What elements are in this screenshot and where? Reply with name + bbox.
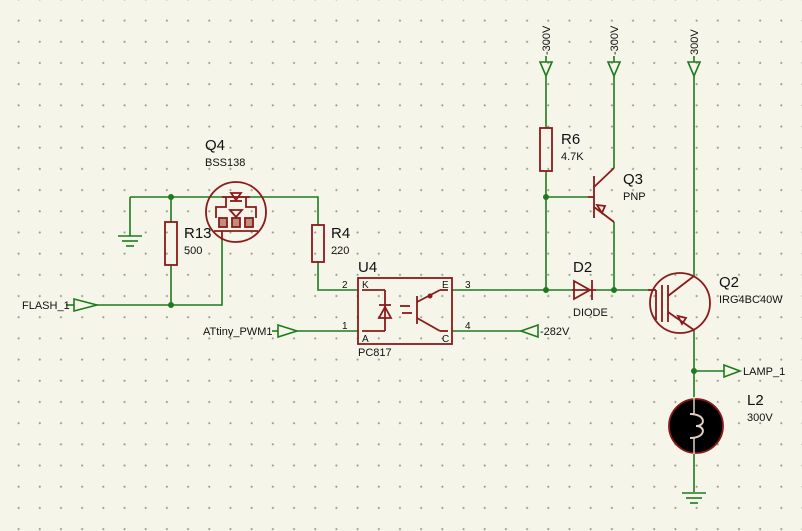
u4-pin-c: C [442, 334, 449, 345]
l2-value: 300V [747, 412, 773, 424]
net-label-supply-b: -300V [609, 25, 621, 55]
net-label-flash: FLASH_1 [22, 300, 70, 312]
junction-dot [168, 194, 174, 200]
terminal-lamp[interactable]: LAMP_1 [723, 363, 785, 379]
u4-value: PC817 [358, 347, 392, 359]
ground-left-icon[interactable] [118, 232, 142, 247]
l2-ref: L2 [747, 392, 764, 409]
junction-dot [611, 287, 617, 293]
q3-value: PNP [623, 191, 646, 203]
q4-ref: Q4 [205, 137, 225, 154]
q3-ref: Q3 [623, 171, 643, 188]
q2-value: IRG4BC40W [719, 294, 783, 306]
q3-transistor[interactable]: Q3 PNP [588, 167, 646, 223]
terminal-neg282[interactable]: -282V [518, 323, 570, 339]
r6-ref: R6 [561, 131, 580, 148]
net-label-lamp: LAMP_1 [743, 366, 785, 378]
u4-ref: U4 [358, 259, 377, 276]
u4-pin-4: 4 [465, 321, 471, 332]
net-label-supply-c: 300V [689, 29, 701, 55]
net-label-supply-a: -300V [541, 25, 553, 55]
u4-pin-3: 3 [465, 280, 471, 291]
r13-ref: R13 [184, 225, 212, 242]
r13-value: 500 [184, 245, 202, 257]
junction-dot [168, 302, 174, 308]
terminal-pwm[interactable]: ATtiny_PWM1 [203, 323, 300, 339]
supply-terminal-a[interactable]: -300V [538, 25, 554, 79]
d2-value: DIODE [573, 307, 608, 319]
r4-resistor[interactable]: R4 220 [311, 224, 350, 263]
u4-pin-e: E [442, 280, 449, 291]
supply-terminal-b[interactable]: -300V [606, 25, 622, 79]
junction-dot [543, 194, 549, 200]
d2-ref: D2 [573, 259, 592, 276]
u4-pin-k: K [362, 280, 369, 291]
r6-value: 4.7K [561, 151, 584, 163]
u4-pin-2: 2 [342, 280, 348, 291]
q2-ref: Q2 [719, 274, 739, 291]
terminal-flash[interactable]: FLASH_1 [22, 297, 101, 313]
wires [97, 76, 724, 492]
supply-terminal-c[interactable]: 300V [686, 29, 702, 79]
junction-dot [691, 368, 697, 374]
r4-value: 220 [331, 245, 349, 257]
r4-ref: R4 [331, 225, 350, 242]
d2-diode[interactable]: D2 DIODE [572, 259, 608, 319]
ground-right-icon[interactable] [682, 492, 706, 504]
junction-dot [543, 287, 549, 293]
net-label-pwm: ATtiny_PWM1 [203, 326, 272, 338]
q4-mosfet[interactable]: Q4 BSS138 [205, 137, 267, 243]
q2-igbt[interactable]: Q2 IRG4BC40W [648, 272, 783, 334]
q4-value: BSS138 [205, 157, 245, 169]
l2-lamp[interactable]: L2 300V [668, 392, 773, 454]
u4-optocoupler[interactable]: U4 PC817 2 1 3 4 K A E C [342, 259, 471, 359]
u4-pin-1: 1 [342, 321, 348, 332]
junctions [168, 194, 697, 374]
u4-pin-a: A [362, 334, 369, 345]
net-label-neg282: -282V [540, 326, 570, 338]
r13-resistor[interactable]: R13 500 [164, 221, 212, 266]
r6-resistor[interactable]: R6 4.7K [539, 127, 584, 172]
